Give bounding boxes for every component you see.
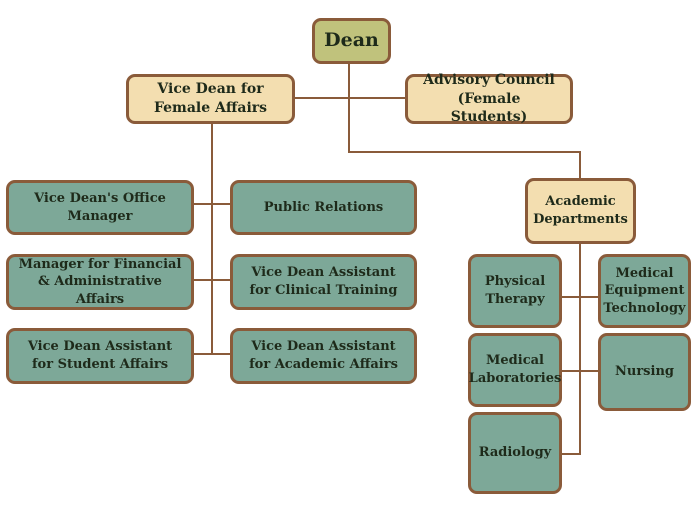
academic-affairs-label: Vice Dean Assistant for Academic Affairs (249, 339, 398, 372)
medical-equipment-box: Medical Equipment Technology (598, 254, 691, 328)
student-affairs-label: Vice Dean Assistant for Student Affairs (27, 339, 173, 372)
dean-to-vice-dean-line (292, 62, 350, 99)
dean-box: Dean (312, 18, 391, 64)
nursing-box: Nursing (598, 333, 691, 411)
nursing-label: Nursing (615, 364, 674, 380)
academic-departments-label: Academic Departments (533, 194, 628, 227)
medical-laboratories-label: Medical Laboratories (468, 353, 562, 386)
advisory-council-label: Advisory Council (Female Students) (423, 71, 555, 126)
medical-equipment-label: Medical Equipment Technology (603, 265, 686, 316)
financial-admin-label: Manager for Financial & Administrative A… (18, 256, 182, 307)
office-manager-box: Vice Dean's Office Manager (6, 180, 194, 235)
academic-departments-box: Academic Departments (525, 178, 636, 244)
dean-label: Dean (324, 29, 379, 52)
academic-trunk-line (560, 242, 581, 455)
office-manager-label: Vice Dean's Office Manager (34, 190, 166, 224)
radiology-box: Radiology (468, 412, 562, 494)
public-relations-label: Public Relations (263, 199, 384, 215)
clinical-training-label: Vice Dean Assistant for Clinical Trainin… (249, 265, 398, 298)
clinical-training-box: Vice Dean Assistant for Clinical Trainin… (230, 254, 417, 310)
vice-dean-label: Vice Dean for Female Affairs (153, 81, 268, 116)
medical-laboratories-box: Medical Laboratories (468, 333, 562, 407)
academic-affairs-box: Vice Dean Assistant for Academic Affairs (230, 328, 417, 384)
financial-admin-box: Manager for Financial & Administrative A… (6, 254, 194, 310)
student-affairs-box: Vice Dean Assistant for Student Affairs (6, 328, 194, 384)
physical-therapy-label: Physical Therapy (484, 274, 546, 307)
vice-dean-box: Vice Dean for Female Affairs (126, 74, 295, 124)
radiology-label: Radiology (478, 445, 552, 461)
dean-to-academic-line (348, 98, 581, 180)
public-relations-box: Public Relations (230, 180, 417, 235)
physical-therapy-box: Physical Therapy (468, 254, 562, 328)
advisory-council-box: Advisory Council (Female Students) (405, 72, 573, 125)
